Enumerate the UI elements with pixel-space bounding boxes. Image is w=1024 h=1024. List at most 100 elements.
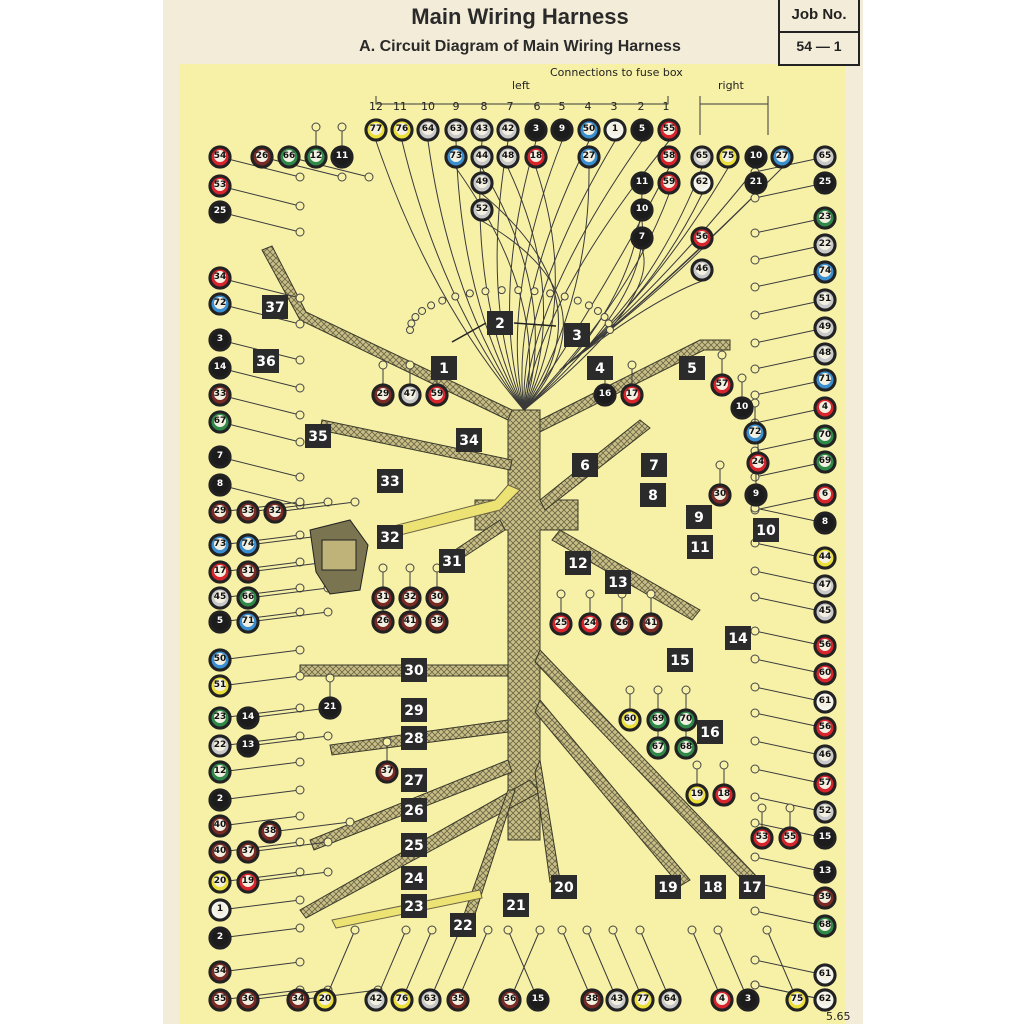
svg-text:64: 64 (664, 994, 677, 1004)
svg-text:6: 6 (822, 489, 828, 499)
svg-text:5: 5 (639, 124, 645, 134)
fusebox-slot-10: 10 (421, 100, 435, 113)
terminal-2: 2 (208, 788, 232, 812)
svg-text:8: 8 (822, 517, 828, 527)
svg-text:21: 21 (750, 177, 763, 187)
svg-text:22: 22 (214, 740, 227, 750)
branch-label-8: 8 (640, 483, 666, 507)
svg-text:36: 36 (242, 994, 255, 1004)
terminal-36: 36 (236, 988, 260, 1012)
svg-text:23: 23 (819, 212, 832, 222)
branch-4-5 (539, 339, 731, 433)
svg-text:3: 3 (217, 334, 223, 344)
terminal-25: 25 (208, 200, 232, 224)
svg-text:25: 25 (819, 177, 832, 187)
terminal-29: 29 (371, 383, 395, 407)
terminal-35: 35 (208, 988, 232, 1012)
terminal-26: 26 (371, 610, 395, 634)
svg-text:55: 55 (663, 124, 676, 134)
svg-text:30: 30 (431, 592, 444, 602)
branch-label-16: 16 (697, 720, 723, 744)
branch-label-24: 24 (401, 866, 427, 890)
svg-text:34: 34 (292, 994, 305, 1004)
terminal-46: 46 (690, 258, 714, 282)
terminal-29: 29 (208, 500, 232, 524)
branch-label-3: 3 (564, 323, 590, 347)
terminal-72: 72 (208, 292, 232, 316)
svg-text:10: 10 (756, 523, 776, 539)
terminal-26: 26 (610, 612, 634, 636)
terminal-55: 55 (657, 118, 681, 142)
svg-text:4: 4 (719, 994, 725, 1004)
svg-text:58: 58 (663, 151, 676, 161)
svg-text:54: 54 (214, 151, 227, 161)
terminal-69: 69 (813, 450, 837, 474)
branch-label-6: 6 (572, 453, 598, 477)
job-number-box: Job No. 54 — 1 (778, 0, 860, 66)
svg-text:55: 55 (784, 832, 797, 842)
svg-text:34: 34 (214, 966, 227, 976)
fusebox-right-label: right (718, 79, 745, 92)
fusebox-slot-6: 6 (534, 100, 541, 113)
svg-text:9: 9 (559, 124, 565, 134)
terminal-77: 77 (631, 988, 655, 1012)
terminal-9: 9 (744, 483, 768, 507)
fusebox-slot-1: 1 (663, 100, 670, 113)
fusebox-slot-8: 8 (481, 100, 488, 113)
branch-label-31: 31 (439, 549, 465, 573)
terminal-62: 62 (813, 988, 837, 1012)
svg-text:35: 35 (214, 994, 227, 1004)
svg-text:60: 60 (624, 714, 637, 724)
svg-text:20: 20 (214, 876, 227, 886)
terminal-52: 52 (470, 198, 494, 222)
svg-text:67: 67 (214, 416, 227, 426)
svg-text:46: 46 (819, 750, 832, 760)
svg-text:77: 77 (370, 124, 383, 134)
branch-label-34: 34 (456, 428, 482, 452)
svg-text:40: 40 (214, 820, 227, 830)
branch-label-19: 19 (655, 875, 681, 899)
svg-text:11: 11 (336, 151, 349, 161)
svg-text:9: 9 (694, 510, 704, 526)
branch-label-13: 13 (605, 570, 631, 594)
svg-text:11: 11 (636, 177, 649, 187)
svg-text:34: 34 (459, 433, 479, 449)
svg-text:45: 45 (214, 592, 227, 602)
terminal-33: 33 (208, 383, 232, 407)
svg-text:14: 14 (242, 712, 255, 722)
svg-text:15: 15 (819, 832, 832, 842)
svg-text:16: 16 (700, 725, 719, 741)
branch-label-35: 35 (305, 424, 331, 448)
terminal-31: 31 (371, 586, 395, 610)
branch-label-27: 27 (401, 768, 427, 792)
terminal-47: 47 (813, 574, 837, 598)
job-label: Job No. (791, 6, 847, 23)
svg-text:50: 50 (583, 124, 596, 134)
terminal-4: 4 (813, 396, 837, 420)
svg-text:41: 41 (645, 618, 658, 628)
branch-label-20: 20 (551, 875, 577, 899)
terminal-47: 47 (398, 383, 422, 407)
terminal-76: 76 (390, 988, 414, 1012)
svg-text:15: 15 (670, 653, 689, 669)
svg-text:62: 62 (819, 994, 832, 1004)
fusebox-slot-4: 4 (585, 100, 592, 113)
svg-text:68: 68 (819, 920, 832, 930)
svg-text:15: 15 (532, 994, 545, 1004)
terminal-77: 77 (364, 118, 388, 142)
svg-text:7: 7 (217, 451, 223, 461)
terminal-12: 12 (208, 760, 232, 784)
terminal-8: 8 (813, 511, 837, 535)
terminal-62: 62 (690, 171, 714, 195)
terminal-1: 1 (208, 898, 232, 922)
terminal-53: 53 (208, 174, 232, 198)
fusebox-slot-11: 11 (393, 100, 407, 113)
terminal-65: 65 (813, 145, 837, 169)
svg-text:40: 40 (214, 846, 227, 856)
multi-plug-32 (309, 519, 369, 595)
terminal-44: 44 (813, 546, 837, 570)
terminal-74: 74 (813, 260, 837, 284)
